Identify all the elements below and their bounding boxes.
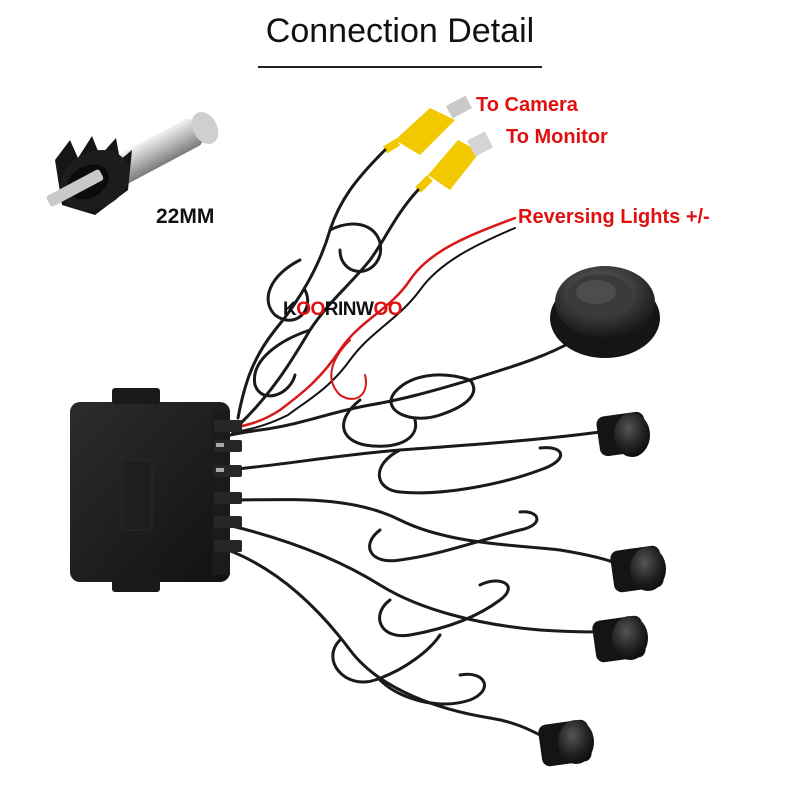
brand-watermark: KOORINWOO: [283, 299, 403, 321]
sensor-cables: [226, 430, 622, 737]
parking-sensor-1: [596, 411, 650, 457]
brand-part-3: RINW: [324, 299, 374, 320]
parking-sensor-3: [592, 615, 648, 663]
rca-camera-plug: [382, 95, 472, 155]
parking-sensor-4: [538, 719, 594, 767]
title-underline: [258, 66, 542, 68]
hole-saw-drill-bit: [46, 111, 219, 215]
to-monitor-label: To Monitor: [506, 126, 608, 148]
buzzer-speaker: [550, 266, 660, 358]
brand-part-4: OO: [373, 299, 403, 320]
control-box: [70, 388, 230, 592]
parking-sensor-2: [610, 545, 666, 593]
to-camera-label: To Camera: [476, 94, 578, 116]
brand-part-2: OO: [296, 299, 325, 320]
connector-plugs: [214, 420, 242, 552]
buzzer-cable: [223, 338, 577, 448]
reversing-light-wire: [230, 216, 517, 433]
page-title: Connection Detail: [265, 12, 535, 50]
rca-monitor-plug: [415, 131, 494, 193]
drill-size-label: 22MM: [156, 205, 215, 228]
brand-part-1: K: [283, 299, 297, 320]
reversing-lights-label: Reversing Lights +/-: [518, 206, 710, 228]
video-cable: [236, 148, 420, 426]
